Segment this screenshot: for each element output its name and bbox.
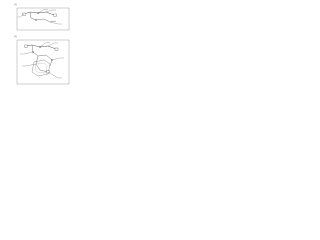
upper-section-frame xyxy=(16,7,70,31)
clamp-icon xyxy=(39,46,41,48)
upper-harness-branch-2 xyxy=(43,18,57,23)
parts-diagram xyxy=(16,7,70,85)
clamp-icon xyxy=(35,19,37,21)
clamp-icon xyxy=(32,51,34,53)
callout-leader xyxy=(47,42,55,47)
connector-icon xyxy=(46,70,50,74)
section-marker-upper: (1) xyxy=(14,4,17,6)
bracket-inner xyxy=(34,62,48,74)
lower-harness-branch-3 xyxy=(45,54,53,67)
clamp-icon xyxy=(51,59,53,61)
callout-leader xyxy=(49,21,59,25)
upper-harness-branch xyxy=(29,11,45,21)
connector-icon xyxy=(24,44,28,48)
bracket-icon xyxy=(31,59,51,77)
callout-leader xyxy=(19,13,25,18)
section-marker-lower: (2) xyxy=(14,36,17,38)
parts-diagram-page: (1) (2) xyxy=(0,0,88,93)
callout-leader xyxy=(51,57,61,61)
callout-leader xyxy=(45,9,53,13)
callout-leader xyxy=(37,9,45,14)
lower-harness-branch-2 xyxy=(35,55,49,73)
lower-section-frame xyxy=(16,39,70,85)
callout-leader xyxy=(23,51,34,55)
callout-leader xyxy=(39,42,47,48)
connector-icon xyxy=(54,47,59,51)
connector-icon xyxy=(53,13,57,17)
callout-leader xyxy=(25,63,37,67)
lower-harness-branch xyxy=(31,44,47,57)
lower-harness-line xyxy=(25,44,57,50)
callout-leader xyxy=(47,71,59,79)
clamp-icon xyxy=(37,12,39,14)
